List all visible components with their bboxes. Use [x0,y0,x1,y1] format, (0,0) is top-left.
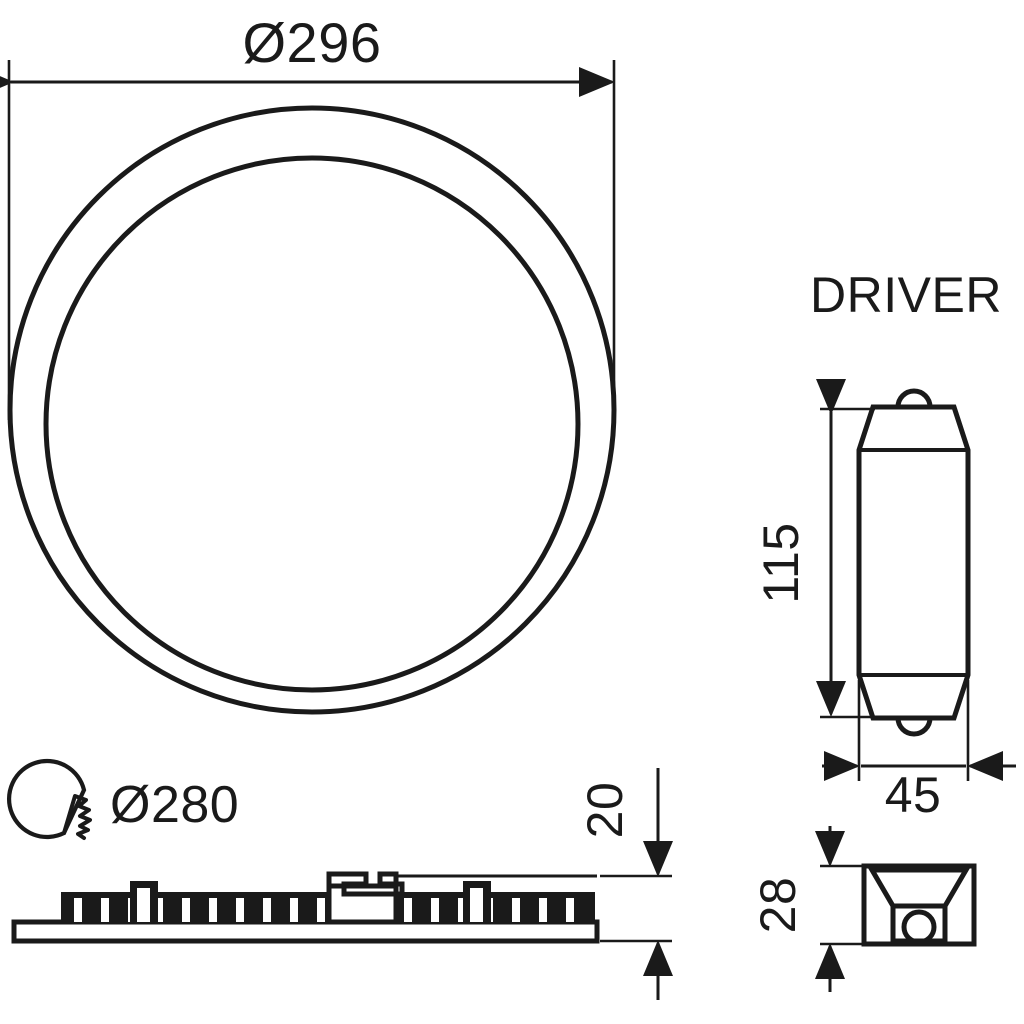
driver-cable-gland-circle [901,909,937,945]
dimension-label-20: 20 [577,782,633,839]
dimension-label-280: Ø280 [110,776,239,834]
dimension-diameter-296: Ø296 [0,11,616,420]
dimension-thickness-20: 20 [577,768,673,1000]
dimension-label-28: 28 [750,877,806,934]
top-view-round-panel [7,105,617,715]
cutout-hole-icon [6,758,87,840]
panel-tall-fin-gap-left [137,888,150,922]
dimension-driver-depth-28: 28 [750,826,870,992]
driver-body-outline [856,404,971,721]
dimension-driver-width-45: 45 [822,680,1016,823]
dimension-label-115: 115 [753,522,809,603]
panel-clip-hook-right [377,871,405,897]
side-section-view [11,871,600,944]
dimension-label-296: Ø296 [243,11,382,74]
driver-front-view [856,388,971,737]
dimension-label-45: 45 [885,767,942,823]
driver-title: DRIVER [810,267,1002,323]
panel-tall-fin-gap-right [470,888,483,922]
driver-side-chamfer [867,867,971,909]
dimension-driver-height-115: 115 [753,379,875,719]
cutout-hole-note: Ø280 [6,758,239,840]
cutout-torn-edge-icon [62,794,92,840]
panel-inner-ring [43,155,581,693]
panel-bottom-flange [11,919,600,944]
panel-heatsink-right [395,892,595,924]
driver-side-view [861,863,977,947]
driver-cable-loop-top [895,388,933,408]
panel-clip-hook-left [326,871,381,897]
driver-cable-loop-bottom [895,717,933,737]
panel-outer-ring [7,105,617,715]
